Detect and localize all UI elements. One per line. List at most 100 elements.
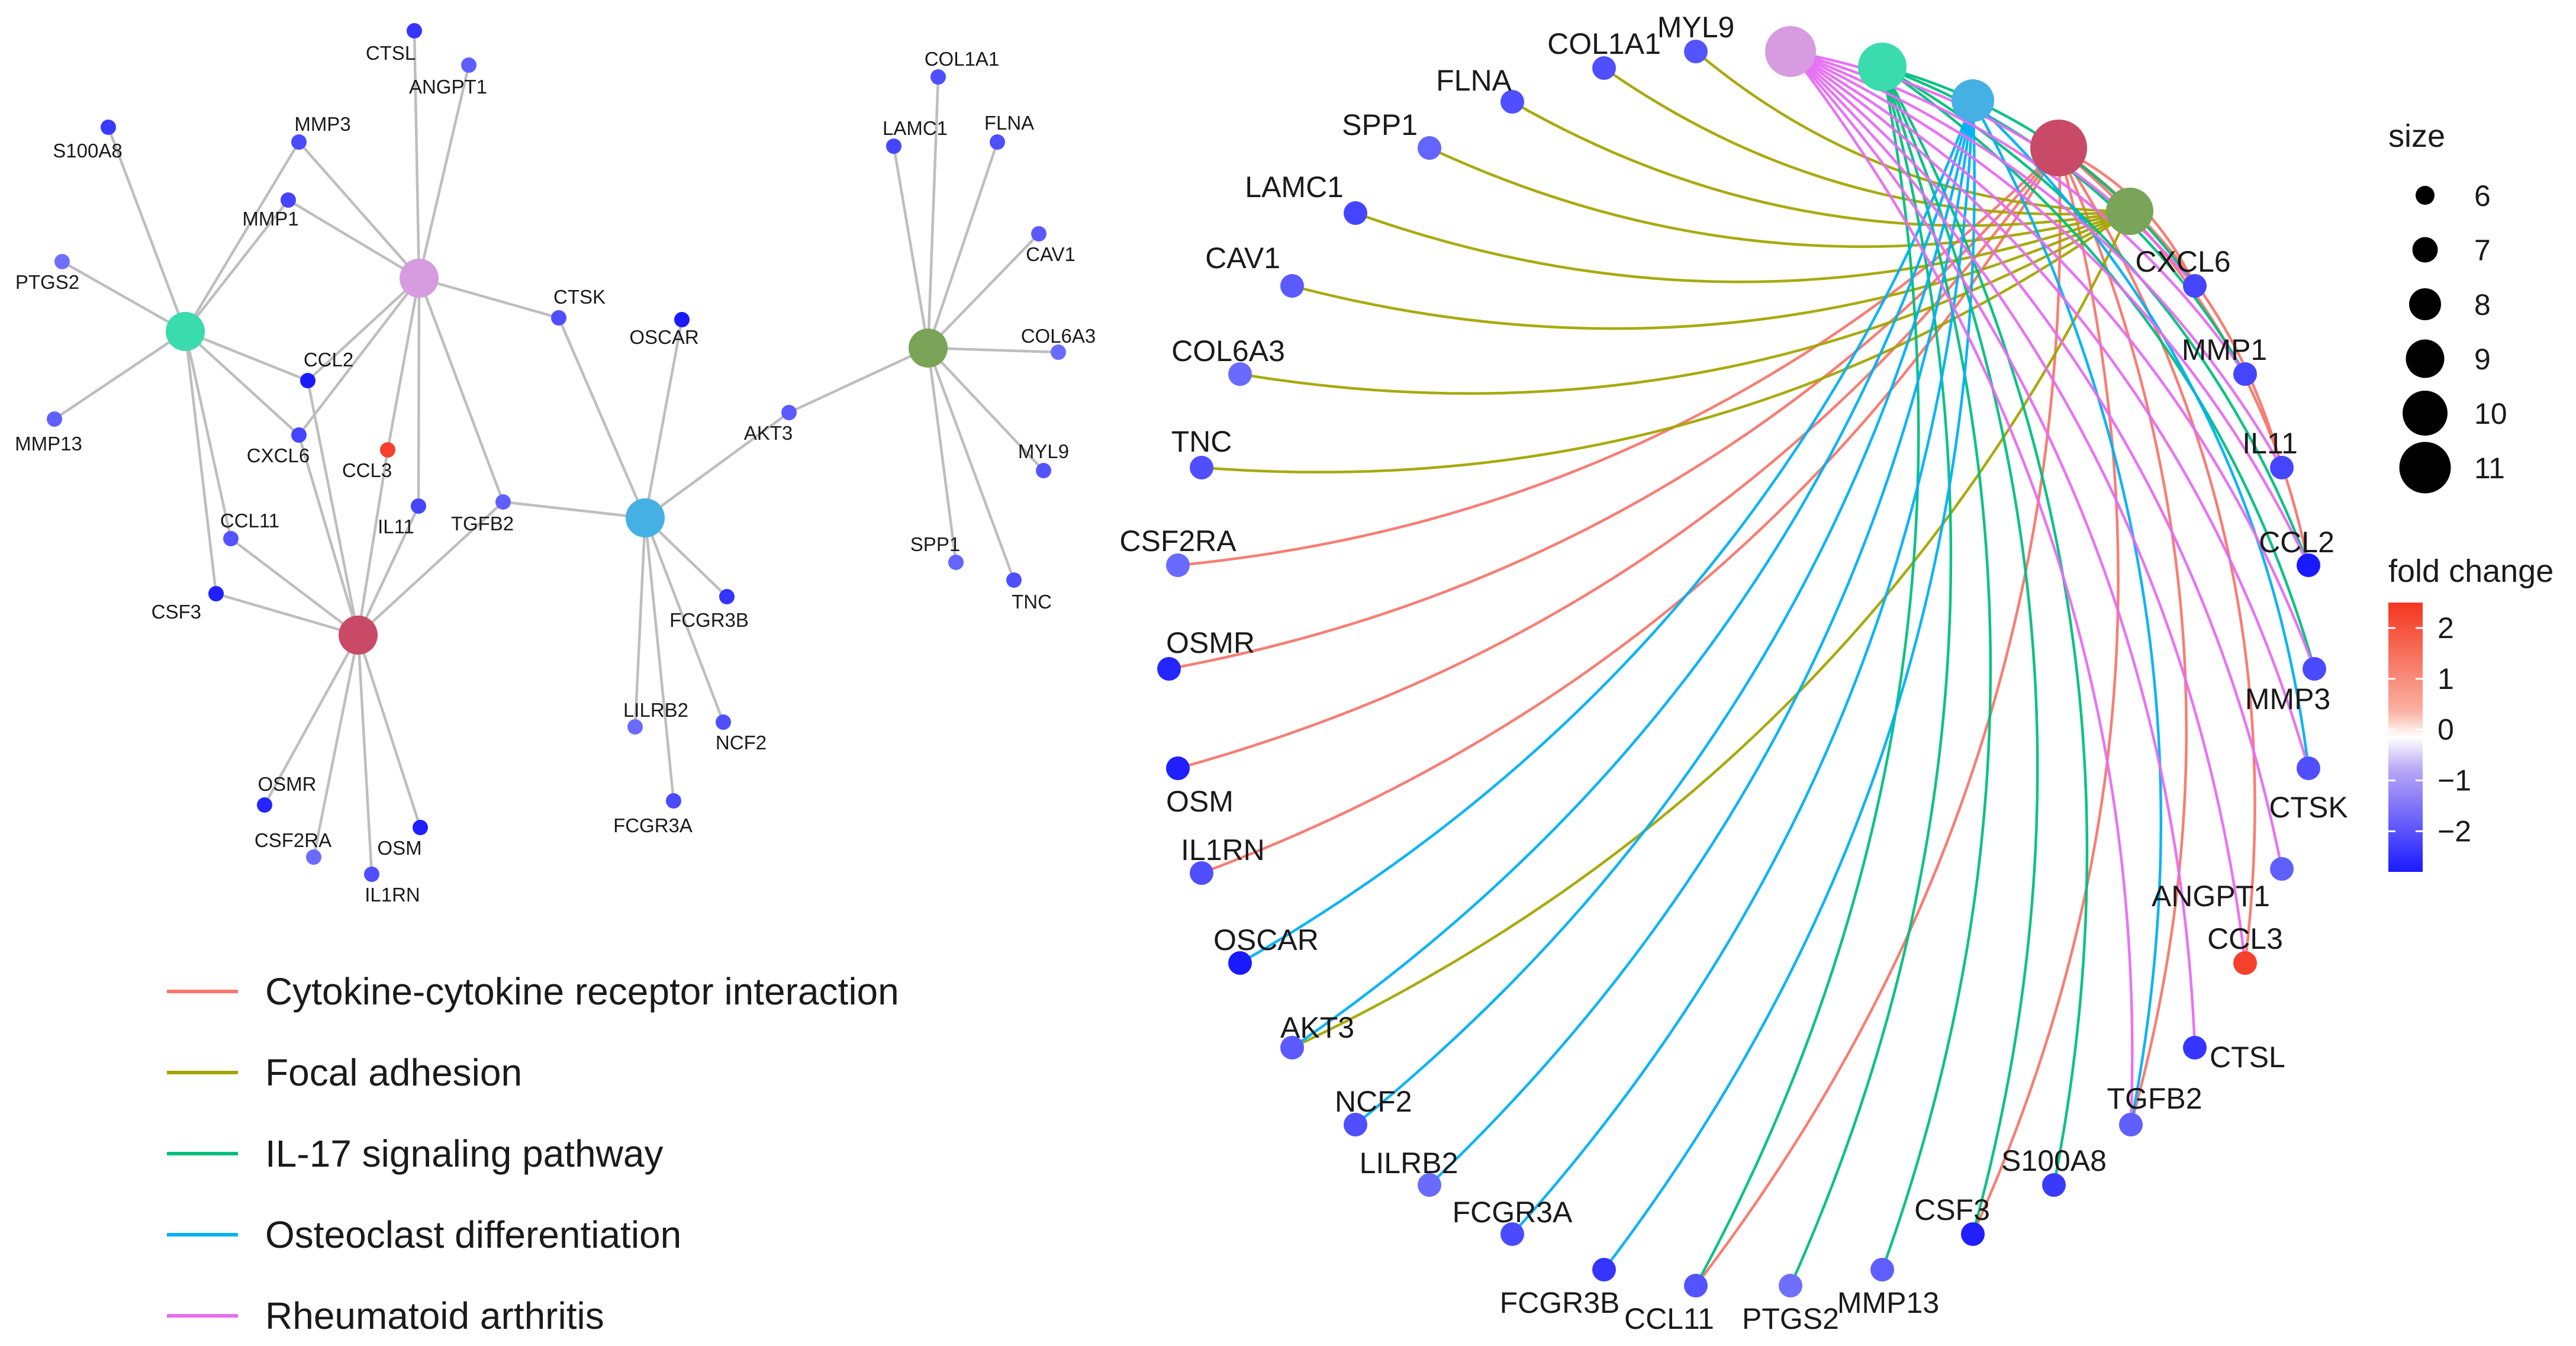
circ-gene-node-mmp3 [2303,657,2326,681]
circ-gene-label-spp1: SPP1 [1342,108,1418,141]
circ-gene-node-col1a1 [1592,56,1616,80]
fold-change-tick-label-1: 1 [2437,662,2454,695]
circ-gene-node-ptgs2 [1779,1274,1802,1297]
network-gene-label-flna: FLNA [984,112,1034,134]
network-gene-label-oscar: OSCAR [629,326,698,348]
circ-edge-cytokine-csf3 [1971,147,2120,1235]
fold-change-colorbar [2388,603,2423,872]
network-gene-node-osmr [257,797,272,813]
circ-edge-ra-ccl2 [1790,50,2310,566]
circ-edge-focal-tnc [1201,210,2131,474]
network-edge-cytokine-ccl3 [356,449,389,636]
network-gene-label-mmp1: MMP1 [242,208,298,230]
size-legend-title: size [2388,118,2445,154]
network-gene-node-tgfb2 [495,494,511,510]
network-gene-node-akt3 [781,405,797,420]
circ-gene-node-tgfb2 [2119,1113,2143,1136]
size-legend-dot-10 [2403,391,2448,436]
circ-edge-focal-col1a1 [1603,67,2130,215]
circ-edge-osteo-tgfb2 [1972,99,2163,1125]
network-hub-ra [400,259,439,298]
network-edge-focal-akt3 [788,346,929,414]
circ-gene-node-osm [1166,756,1190,780]
network-edges [53,30,1059,875]
circ-gene-node-oscar [1228,951,1252,975]
size-legend-dot-6 [2416,186,2435,205]
circ-gene-label-ctsl: CTSL [2210,1041,2285,1074]
network-edge-cytokine-il1rn [356,635,373,875]
network-hub-cytokine [339,616,378,655]
network-gene-node-col6a3 [1051,344,1066,360]
fold-change-legend-title: fold change [2388,553,2554,589]
network-edge-osteo-ncf2 [643,517,725,723]
circ-gene-label-col6a3: COL6A3 [1171,334,1285,368]
circ-gene-label-ptgs2: PTGS2 [1742,1302,1839,1335]
network-gene-label-s100a8: S100A8 [53,140,122,162]
network-edge-focal-myl9 [927,347,1045,472]
circ-gene-label-ccl2: CCL2 [2259,526,2334,559]
circ-gene-node-ccl11 [1684,1274,1708,1297]
network-edge-il17-mmp13 [53,330,186,420]
legend-label-cytokine: Cytokine-cytokine receptor interaction [265,970,899,1013]
circ-gene-node-flna [1500,90,1524,114]
circ-gene-label-tgfb2: TGFB2 [2107,1082,2202,1115]
network-gene-node-ctsk [551,310,566,326]
network-gene-label-fcgr3b: FCGR3B [669,609,749,631]
circ-gene-node-il1rn [1190,861,1213,885]
network-gene-node-mmp3 [291,134,307,150]
circ-gene-node-osmr [1157,657,1181,681]
circ-edge-ra-ctsl [1789,50,2197,1048]
network-gene-label-lilrb2: LILRB2 [623,699,688,721]
network-edge-osteo-ctsk [557,317,647,519]
size-legend-label-6: 6 [2474,179,2491,212]
circ-gene-label-cxcl6: CXCL6 [2135,245,2230,278]
network-gene-node-s100a8 [101,120,116,135]
circ-edge-ra-mmp3 [1789,50,2316,669]
size-legend-label-7: 7 [2474,234,2491,267]
network-edge-cytokine-csf3 [215,592,359,637]
network-edge-osteo-tgfb2 [503,500,646,520]
legend-label-osteo: Osteoclast differentiation [265,1213,681,1256]
network-gene-node-il11 [411,498,426,514]
circ-gene-node-ctsk [2297,756,2320,780]
circ-edge-il17-mmp13 [1881,66,1992,1270]
network-nodes: CTSLANGPT1S100A8MMP3MMP1PTGS2MMP13CTSKOS… [15,23,1096,906]
network-gene-node-flna [990,134,1005,150]
circ-edge-focal-col6a3 [1239,210,2131,395]
network-gene-label-cxcl6: CXCL6 [247,445,310,466]
circ-gene-label-col1a1: COL1A1 [1547,27,1661,60]
circ-hub-focal [2106,188,2153,235]
network-edge-il17-ccl2 [185,330,308,382]
network-gene-node-myl9 [1036,463,1051,478]
network-edge-il17-ccl11 [183,331,233,539]
network-gene-label-myl9: MYL9 [1018,440,1069,462]
network-gene-node-col1a1 [930,69,946,85]
circ-edge-ra-tgfb2 [1789,50,2134,1125]
network-gene-node-ctsl [407,23,422,38]
circ-edge-osteo-lilrb2 [1428,100,1975,1186]
circ-edge-il17-ccl11 [1695,66,1920,1287]
network-gene-label-tgfb2: TGFB2 [451,513,514,534]
pathway-legend: Cytokine-cytokine receptor interactionFo… [167,970,899,1337]
network-edge-ra-mmp1 [287,199,420,279]
network-edge-cytokine-ccl11 [230,537,359,636]
circ-gene-label-osmr: OSMR [1166,626,1255,659]
circ-hub-il17 [1858,43,1907,91]
circ-gene-label-mmp3: MMP3 [2245,682,2330,716]
network-gene-node-fcgr3a [666,793,681,809]
network-edge-cytokine-osmr [263,634,359,806]
network-gene-node-mmp13 [47,411,62,427]
circ-gene-label-oscar: OSCAR [1213,923,1319,957]
circ-edge-focal-lamc1 [1355,210,2130,284]
circ-edge-cytokine-il11 [2057,147,2284,468]
network-gene-node-lilrb2 [627,719,643,735]
size-legend-dot-9 [2406,339,2445,378]
circ-edge-ra-ctsk [1789,50,2310,769]
circ-edge-osteo-ctsk [1972,99,2310,769]
network-edge-il17-csf3 [183,331,218,594]
circ-gene-node-tnc [1190,456,1213,479]
circ-gene-node-cxcl6 [2183,274,2207,298]
network-gene-node-ncf2 [716,714,731,730]
network-gene-node-ccl3 [380,442,395,458]
